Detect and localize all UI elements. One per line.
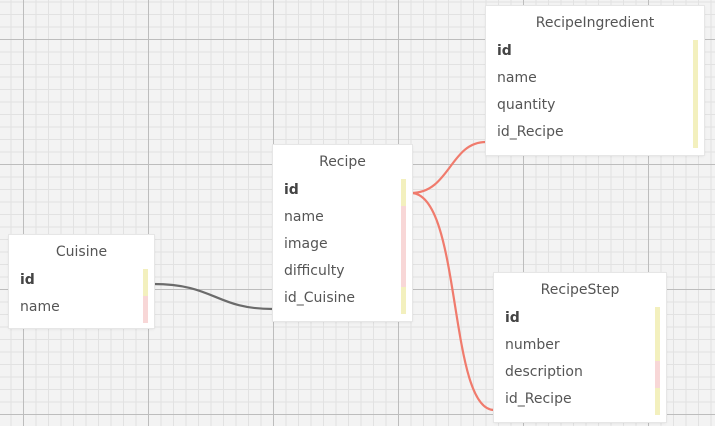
table-title: RecipeStep bbox=[540, 282, 620, 298]
field-indicator-bar bbox=[401, 206, 406, 287]
field-id-recipe[interactable]: id_Recipe bbox=[497, 124, 564, 140]
table-recipestep[interactable]: RecipeStep id number description id_Reci… bbox=[494, 273, 666, 422]
field-list: id name quantity id_Recipe bbox=[486, 38, 704, 146]
field-description[interactable]: description bbox=[505, 364, 583, 380]
field-id-cuisine[interactable]: id_Cuisine bbox=[284, 290, 355, 306]
table-cuisine[interactable]: Cuisine id name bbox=[9, 235, 154, 328]
field-id-recipe[interactable]: id_Recipe bbox=[505, 391, 572, 407]
table-title: Cuisine bbox=[55, 244, 108, 260]
field-id[interactable]: id bbox=[20, 272, 35, 288]
relation-recipe-to-recipeingredient[interactable] bbox=[410, 140, 487, 195]
field-name[interactable]: name bbox=[497, 70, 537, 86]
field-id[interactable]: id bbox=[505, 310, 520, 326]
foreign-key-indicator-bar bbox=[655, 388, 660, 415]
foreign-key-indicator-bar bbox=[401, 287, 406, 314]
table-title: RecipeIngredient bbox=[535, 15, 655, 31]
field-indicator-bar bbox=[143, 296, 148, 323]
key-indicator-bar bbox=[655, 307, 660, 361]
field-difficulty[interactable]: difficulty bbox=[284, 263, 345, 279]
field-quantity[interactable]: quantity bbox=[497, 97, 556, 113]
table-recipeingredient[interactable]: RecipeIngredient id name quantity id_Rec… bbox=[486, 6, 704, 155]
field-list: id name bbox=[9, 267, 154, 321]
field-name[interactable]: name bbox=[284, 209, 324, 225]
relation-cuisine-to-recipe[interactable] bbox=[152, 282, 274, 311]
field-list: id number description id_Recipe bbox=[494, 305, 666, 413]
field-image[interactable]: image bbox=[284, 236, 328, 252]
table-recipe[interactable]: Recipe id name image difficulty id_Cuisi… bbox=[273, 145, 412, 321]
field-name[interactable]: name bbox=[20, 299, 60, 315]
field-indicator-bar bbox=[655, 361, 660, 388]
field-id[interactable]: id bbox=[497, 43, 512, 59]
field-list: id name image difficulty id_Cuisine bbox=[273, 177, 412, 312]
key-indicator-bar bbox=[401, 179, 406, 206]
key-indicator-bar bbox=[693, 40, 698, 148]
field-number[interactable]: number bbox=[505, 337, 560, 353]
relation-recipe-to-recipestep[interactable] bbox=[410, 191, 495, 412]
field-id[interactable]: id bbox=[284, 182, 299, 198]
table-title: Recipe bbox=[319, 154, 366, 170]
key-indicator-bar bbox=[143, 269, 148, 296]
